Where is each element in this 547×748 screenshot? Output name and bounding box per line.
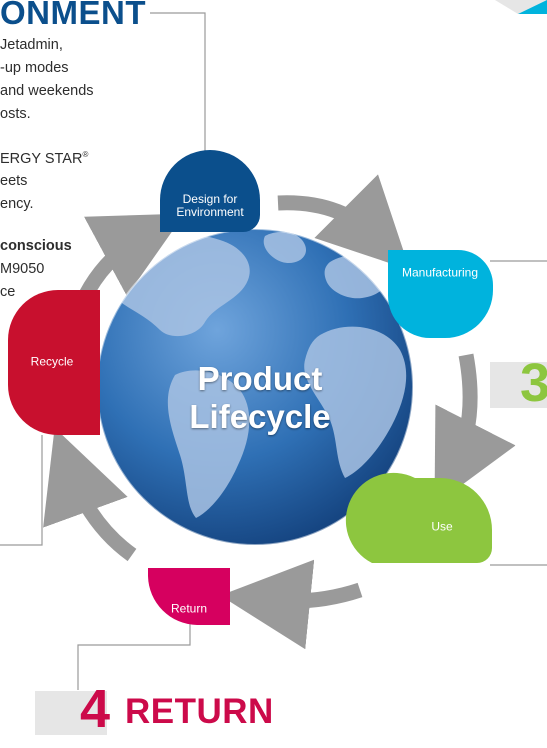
arrow-manufacturing-to-use — [434, 353, 516, 506]
stage-label-manufacturing: Manufacturing — [401, 265, 479, 280]
petal-return — [148, 568, 230, 625]
petal-recycle — [8, 290, 100, 435]
arrow-use-to-return — [220, 559, 363, 650]
petal-design — [160, 150, 260, 232]
connector-left — [0, 435, 43, 546]
conscious-heading: conscious — [0, 238, 72, 254]
energy-line-2: eets — [0, 173, 28, 189]
intro-line-1: Jetadmin, — [0, 37, 63, 53]
energy-star-text: ERGY STAR — [0, 150, 83, 167]
section-4-title: RETURN — [125, 692, 274, 731]
petal-manufacturing — [388, 250, 493, 338]
top-right-accent — [518, 0, 547, 14]
arrow-return-to-recycle — [43, 427, 137, 562]
intro-line-3: and weekends — [0, 83, 94, 99]
petal-use — [345, 472, 492, 563]
stage-design-line-1: Design for — [182, 192, 238, 206]
connector-top — [150, 12, 206, 165]
intro-line-2: -up modes — [0, 60, 69, 76]
stage-label-recycle: Recycle — [30, 354, 74, 369]
registered-mark: ® — [82, 150, 89, 159]
conscious-line-2: M9050 — [0, 261, 45, 277]
connector-lines — [0, 12, 547, 690]
stage-label-return: Return — [170, 601, 208, 616]
conscious-line-3: ce — [0, 284, 16, 300]
section-4-number: 4 — [80, 679, 111, 739]
center-title-line-1: Product — [197, 360, 323, 397]
stage-label-design: Design for Environment — [176, 193, 243, 219]
section-3-number: 3 — [520, 353, 547, 413]
stage-label-use: Use — [431, 519, 453, 534]
energy-line-3: ency. — [0, 196, 34, 212]
center-title-line-2: Lifecycle — [189, 398, 331, 435]
connector-return — [77, 610, 191, 690]
intro-line-4: osts. — [0, 106, 31, 122]
stage-design-line-2: Environment — [176, 205, 244, 219]
energy-star-line: ERGY STAR® — [0, 150, 88, 167]
lifecycle-center-title: Product Lifecycle — [140, 360, 380, 436]
section-heading: ONMENT — [0, 0, 146, 31]
stage-petals — [8, 150, 493, 625]
section-3-box — [490, 362, 547, 408]
arrow-design-to-manufacturing — [277, 174, 410, 270]
globe — [96, 228, 414, 546]
section-4-number-box — [35, 691, 107, 735]
